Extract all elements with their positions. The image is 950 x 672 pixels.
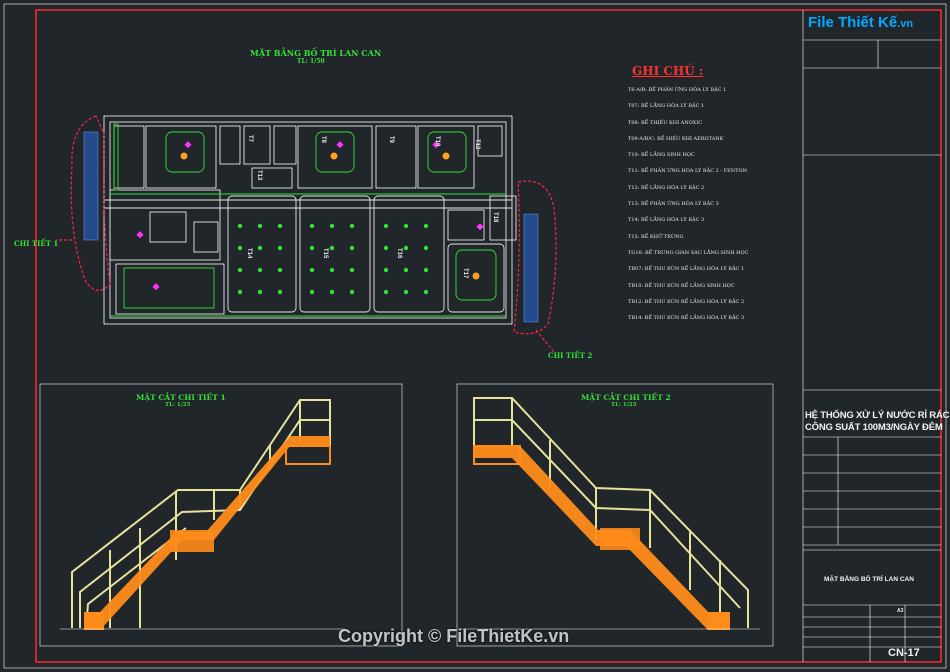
sheet-size: A3	[897, 608, 904, 614]
diffuser-dot	[403, 223, 409, 229]
diffuser-dot	[349, 289, 355, 295]
diffuser-dot	[423, 289, 429, 295]
diffuser-dot	[277, 245, 283, 251]
drawing-border	[35, 9, 942, 663]
diffuser-dot	[329, 245, 335, 251]
section1-title: MẶT CẮT CHI TIẾT 1	[136, 393, 226, 402]
diffuser-dot	[403, 267, 409, 273]
stair-section-2	[460, 397, 760, 630]
diffuser-dot	[277, 223, 283, 229]
note-item: T11: BỂ PHẢN ỨNG HÓA LÝ BẬC 2 - FENTON	[628, 168, 747, 175]
note-item: T07: BỂ LẮNG HÓA LÝ BẬC 1	[628, 103, 705, 110]
plan-scale: TL: 1/50	[297, 58, 325, 65]
note-item: T08: BỂ THIẾU KHÍ ANOXIC	[628, 119, 703, 126]
sheet-border	[3, 3, 947, 669]
diffuser-dot	[277, 267, 283, 273]
note-item: T13: BỂ PHẢN ỨNG HÓA LÝ BẬC 3	[628, 201, 719, 208]
diffuser-dot	[237, 289, 243, 295]
diffuser-dot	[349, 267, 355, 273]
diffuser-dot	[403, 289, 409, 295]
note-item: T10: BỂ LẮNG SINH HỌC	[628, 152, 695, 159]
note-item: TB14: BỂ THU BÙN BỂ LẮNG HÓA LÝ BẬC 3	[628, 315, 745, 322]
diffuser-dot	[423, 245, 429, 251]
copyright-watermark: Copyright © FileThietKe.vn	[338, 626, 570, 646]
diffuser-dot	[383, 267, 389, 273]
tank-label: T13	[256, 170, 262, 181]
diffuser-dot	[277, 289, 283, 295]
logo-suffix: .vn	[897, 18, 914, 30]
note-item: T15: BỂ KHỬ TRÙNG	[628, 233, 684, 240]
tank-label: T16	[396, 248, 402, 259]
plan-title: MẶT BẰNG BỐ TRÍ LAN CAN	[250, 48, 382, 58]
logo-text: File Thiết Kế	[808, 14, 898, 31]
notes-list: T6-A/B: BỂ PHẢN ỨNG HÓA LÝ BẬC 1 T07: BỂ …	[628, 87, 808, 332]
callout-clouds	[56, 115, 557, 353]
note-item: T6-A/B: BỂ PHẢN ỨNG HÓA LÝ BẬC 1	[628, 87, 727, 93]
drawing-name: MẶT BẰNG BỐ TRÍ LAN CAN	[824, 576, 914, 583]
callout-label-right: CHI TIẾT 2	[548, 351, 593, 360]
tank-center-markers	[180, 152, 480, 280]
diffuser-dot	[257, 245, 263, 251]
note-item: T14: BỂ LẮNG HÓA LÝ BẬC 3	[628, 217, 705, 224]
section2-frame	[456, 383, 774, 647]
section1-frame	[39, 383, 403, 647]
diffuser-dot	[349, 223, 355, 229]
diffuser-dot	[237, 223, 243, 229]
diffuser-dot	[349, 245, 355, 251]
tank-label: T10	[434, 136, 440, 147]
diffuser-dot	[257, 223, 263, 229]
note-item: T09-A/B/C: BỂ HIẾU KHÍ AEROTANK	[628, 135, 724, 142]
diffuser-dot	[309, 223, 315, 229]
plan-markers	[136, 141, 484, 291]
diffuser-dot	[423, 267, 429, 273]
diffuser-dot	[383, 289, 389, 295]
plan-stairs	[83, 131, 539, 323]
notes-heading: GHI CHÚ :	[632, 64, 704, 78]
note-item: TB10: BỂ THU BÙN BỂ LẮNG SINH HỌC	[628, 282, 735, 289]
diffuser-dot	[309, 245, 315, 251]
stair-section-1	[60, 399, 345, 630]
project-title-line1: HỆ THỐNG XỬ LÝ NƯỚC RỈ RÁC	[805, 410, 950, 421]
logo[interactable]: File Thiết Kế.vn	[808, 14, 913, 31]
tank-label: T17	[462, 268, 468, 279]
tank-label: T14	[246, 248, 252, 259]
note-item: TG16: BỂ TRUNG GIAN SAU LẮNG SINH HỌC	[628, 249, 749, 256]
callout-label-left: CHI TIẾT 1	[14, 239, 59, 248]
diffuser-dot	[237, 267, 243, 273]
diffuser-dot	[309, 267, 315, 273]
diffuser-dot	[329, 289, 335, 295]
tank-label: T9	[388, 136, 394, 144]
diffuser-dot	[257, 289, 263, 295]
diffuser-dot	[383, 245, 389, 251]
diffuser-dot	[329, 267, 335, 273]
diffuser-dot	[237, 245, 243, 251]
project-title-line2: CÔNG SUẤT 100M3/NGÀY ĐÊM	[805, 422, 943, 433]
plan-view	[103, 115, 517, 325]
section1-scale: TL: 1/25	[165, 402, 191, 408]
sheet-number: CN-17	[888, 647, 920, 659]
tank-label: T7	[247, 135, 253, 143]
plan-diffusers	[237, 223, 429, 295]
section2-title: MẶT CẮT CHI TIẾT 2	[581, 393, 671, 402]
diffuser-dot	[309, 289, 315, 295]
diffuser-dot	[423, 223, 429, 229]
note-item: T12: BỂ LẮNG HÓA LÝ BẬC 2	[628, 184, 705, 191]
note-item: TB07: BỂ THU BÙN BỂ LẮNG HÓA LÝ BẬC 1	[628, 266, 745, 273]
tank-label: T8	[320, 136, 326, 144]
section2-scale: TL: 1/25	[611, 402, 637, 408]
tank-label: T12	[474, 139, 480, 150]
diffuser-dot	[329, 223, 335, 229]
diffuser-dot	[383, 223, 389, 229]
title-block	[802, 10, 941, 662]
note-item: TB12: BỂ THU BÙN BỂ LẮNG HÓA LÝ BẬC 2	[628, 298, 745, 305]
plan-railings	[110, 123, 506, 317]
diffuser-dot	[257, 267, 263, 273]
tank-label: T18	[492, 212, 498, 223]
diffuser-dot	[403, 245, 409, 251]
tank-label: T15	[322, 248, 328, 259]
